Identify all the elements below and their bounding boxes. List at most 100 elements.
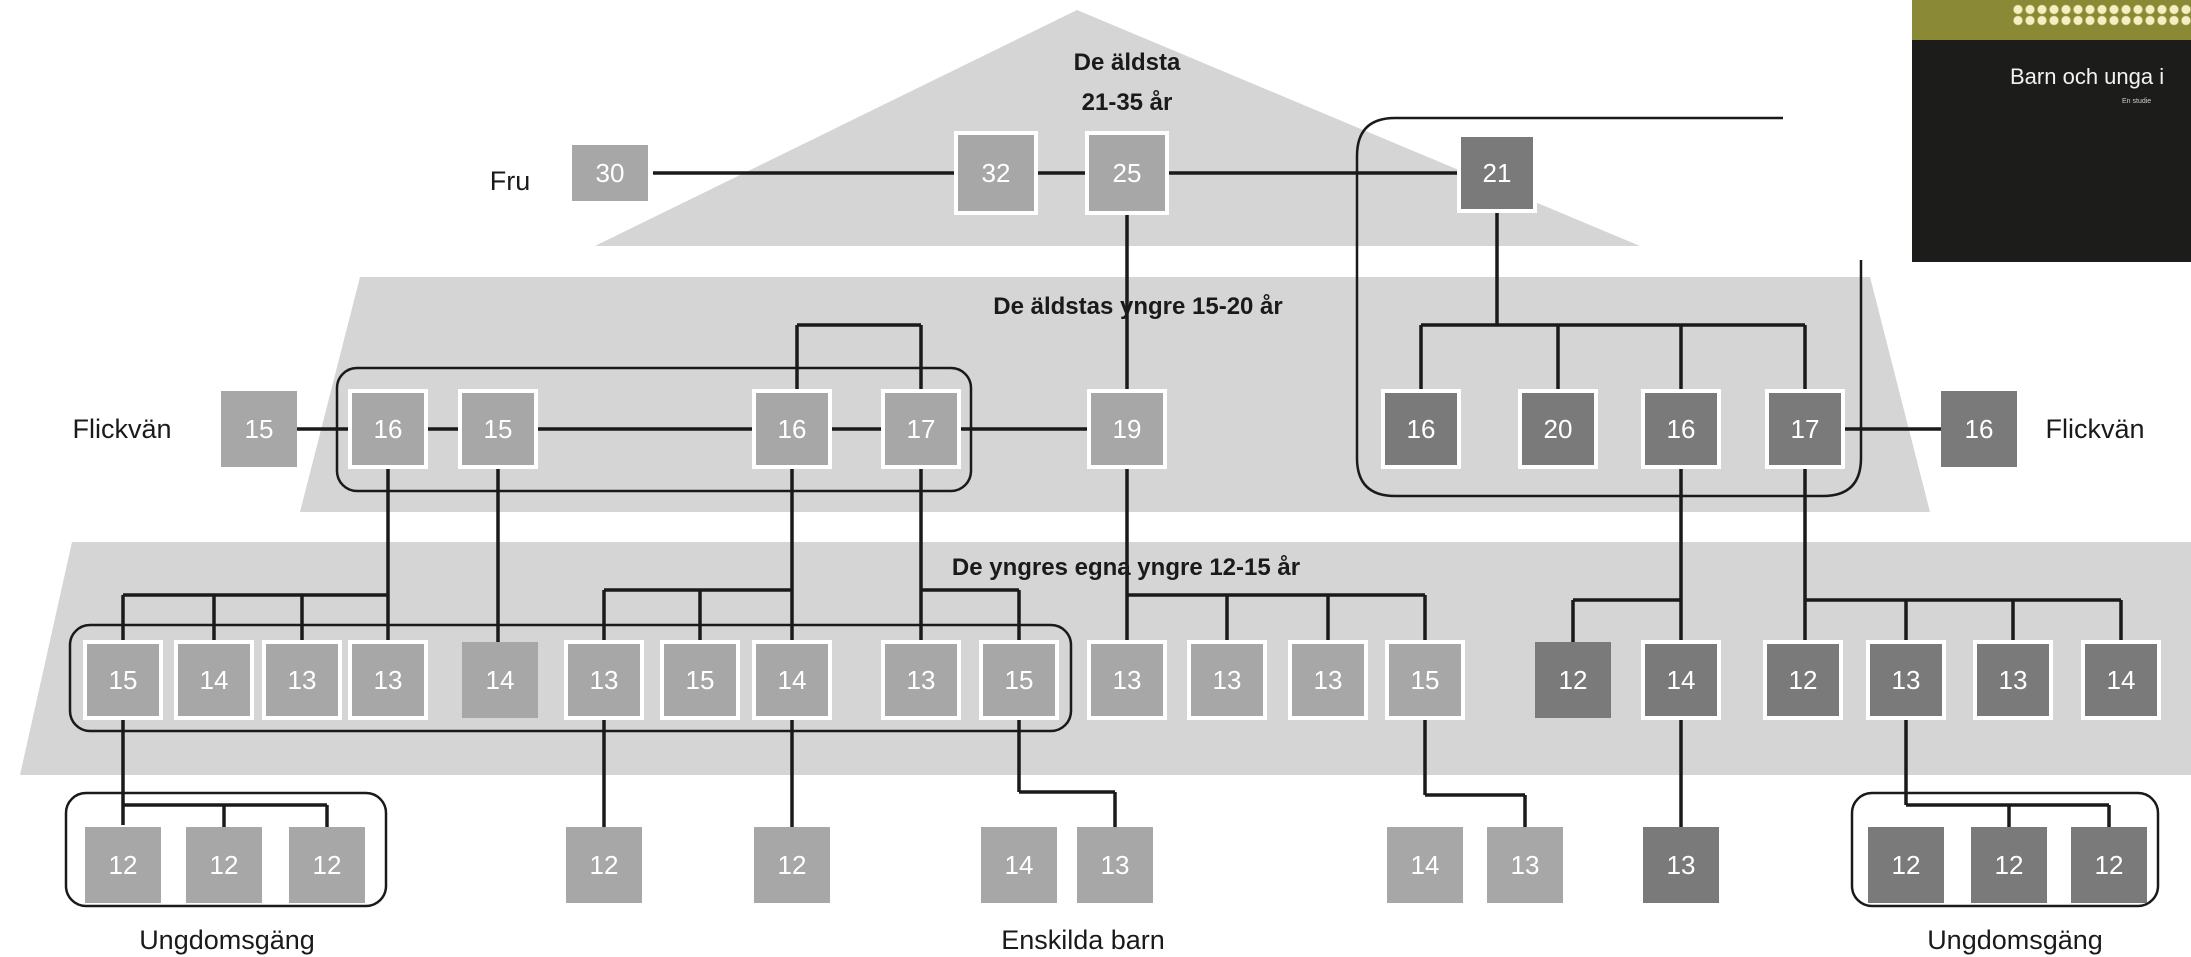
- person-node-box: [1288, 640, 1368, 720]
- person-node: 16: [1641, 389, 1721, 469]
- person-node-box: [458, 389, 538, 469]
- level-label-middle: De äldstas yngre 15-20 år: [993, 293, 1283, 320]
- person-node: 12: [186, 827, 262, 903]
- person-node-age: 14: [1667, 665, 1696, 695]
- level-label-top-1: De äldsta: [1074, 49, 1181, 76]
- person-node: 15: [660, 640, 740, 720]
- person-node-box: [1971, 827, 2047, 903]
- person-node: 14: [981, 827, 1057, 903]
- person-node-box: [1868, 827, 1944, 903]
- person-node-box: [174, 640, 254, 720]
- person-node-age: 12: [590, 850, 619, 880]
- person-node: 13: [564, 640, 644, 720]
- person-node-age: 16: [1965, 414, 1994, 444]
- level-label-bottom: De yngres egna yngre 12-15 år: [952, 554, 1300, 581]
- person-node-age: 12: [109, 850, 138, 880]
- thumbnail-title: Barn och unga i: [2010, 64, 2165, 89]
- person-node-age: 15: [686, 665, 715, 695]
- person-node-box: [564, 640, 644, 720]
- person-node-box: [1187, 640, 1267, 720]
- person-node-box: [85, 827, 161, 903]
- person-node-box: [1973, 640, 2053, 720]
- person-node-age: 20: [1544, 414, 1573, 444]
- person-node-age: 13: [590, 665, 619, 695]
- person-node-box: [1387, 827, 1463, 903]
- person-node: 14: [462, 642, 538, 718]
- person-node: 16: [348, 389, 428, 469]
- person-node-box: [1487, 827, 1563, 903]
- person-node: 13: [1288, 640, 1368, 720]
- person-node-age: 32: [982, 158, 1011, 188]
- person-node-age: 13: [288, 665, 317, 695]
- person-node-box: [1518, 389, 1598, 469]
- person-node: 13: [1643, 827, 1719, 903]
- person-node: 12: [1535, 642, 1611, 718]
- person-node: 13: [1866, 640, 1946, 720]
- person-node-box: [1085, 131, 1169, 215]
- person-node-age: 13: [907, 665, 936, 695]
- person-node: 14: [2081, 640, 2161, 720]
- person-node: 12: [1763, 640, 1843, 720]
- group-outline-young-left: [68, 623, 1073, 733]
- person-node-age: 13: [1314, 665, 1343, 695]
- person-node-age: 13: [1213, 665, 1242, 695]
- person-node-age: 14: [778, 665, 807, 695]
- person-node-age: 12: [1892, 850, 1921, 880]
- person-node-box: [1765, 389, 1845, 469]
- person-node-box: [2081, 640, 2161, 720]
- person-node-age: 12: [1559, 665, 1588, 695]
- person-node-age: 13: [1511, 850, 1540, 880]
- person-node-box: [1087, 640, 1167, 720]
- group-outline-middle-left: [335, 366, 973, 493]
- person-node: 13: [348, 640, 428, 720]
- person-node-age: 12: [313, 850, 342, 880]
- person-node: 12: [754, 827, 830, 903]
- person-node: 16: [752, 389, 832, 469]
- label-enskilda-barn: Enskilda barn: [1001, 925, 1165, 955]
- person-node: 32: [954, 131, 1038, 215]
- person-node-age: 16: [1407, 414, 1436, 444]
- person-node-age: 17: [907, 414, 936, 444]
- person-node-age: 12: [2095, 850, 2124, 880]
- person-node: 14: [1641, 640, 1721, 720]
- person-node-box: [1087, 389, 1167, 469]
- person-node-box: [1381, 389, 1461, 469]
- thumbnail-subtitle: En studie: [2122, 98, 2152, 105]
- person-node-box: [1763, 640, 1843, 720]
- label-fru: Fru: [490, 166, 531, 196]
- group-outline-gang-right: [1850, 791, 2160, 908]
- person-node: 17: [881, 389, 961, 469]
- person-node-box: [1457, 133, 1537, 213]
- person-node-box: [954, 131, 1038, 215]
- group-outlines: [64, 116, 2160, 908]
- thumbnail-dot-pattern: [2012, 4, 2191, 26]
- person-node-age: 16: [1667, 414, 1696, 444]
- person-node-box: [1643, 827, 1719, 903]
- person-node-box: [83, 640, 163, 720]
- person-node: 12: [2071, 827, 2147, 903]
- person-node: 14: [1387, 827, 1463, 903]
- person-node-age: 13: [1113, 665, 1142, 695]
- person-node: 13: [1487, 827, 1563, 903]
- person-node-box: [572, 145, 648, 201]
- person-node: 15: [979, 640, 1059, 720]
- person-node-box: [186, 827, 262, 903]
- person-node-box: [348, 389, 428, 469]
- person-node-age: 19: [1113, 414, 1142, 444]
- group-outline-right-family: [1355, 116, 1863, 498]
- person-node-age: 13: [1101, 850, 1130, 880]
- person-node-age: 25: [1113, 158, 1142, 188]
- person-node: 14: [174, 640, 254, 720]
- person-node-box: [566, 827, 642, 903]
- person-node-box: [1385, 640, 1465, 720]
- person-node: 15: [458, 389, 538, 469]
- person-node: 17: [1765, 389, 1845, 469]
- person-node: 12: [289, 827, 365, 903]
- person-node-age: 12: [1995, 850, 2024, 880]
- group-outline-gang-left: [64, 791, 388, 908]
- person-node-box: [881, 640, 961, 720]
- slide-thumbnail: Barn och unga i En studie: [1912, 0, 2191, 262]
- person-node-age: 13: [1667, 850, 1696, 880]
- person-node-age: 15: [484, 414, 513, 444]
